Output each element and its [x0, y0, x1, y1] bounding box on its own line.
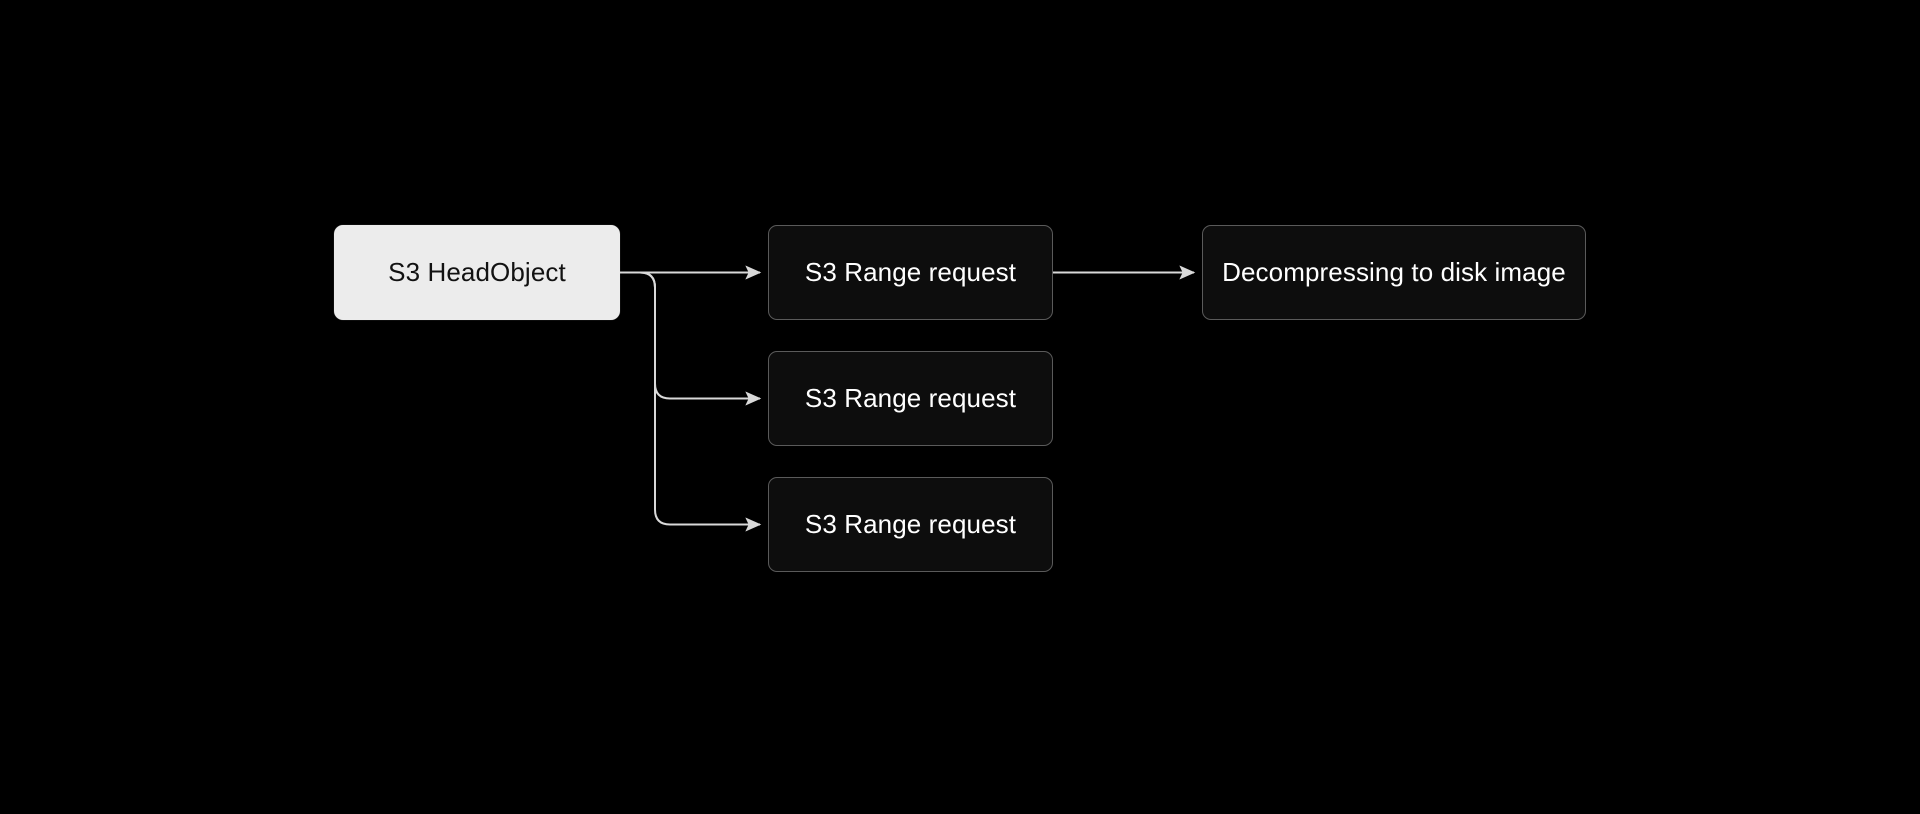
node-range-request-2[interactable]: S3 Range request: [768, 351, 1053, 446]
node-decompress-label: Decompressing to disk image: [1222, 256, 1566, 287]
node-range-request-1-label: S3 Range request: [804, 256, 1017, 287]
node-range-request-1[interactable]: S3 Range request: [768, 225, 1053, 320]
node-head-object[interactable]: S3 HeadObject: [334, 225, 620, 320]
edge-head-to-range-3: [620, 271, 762, 532]
node-range-request-3[interactable]: S3 Range request: [768, 477, 1053, 572]
node-head-object-label: S3 HeadObject: [388, 256, 566, 287]
node-range-request-2-label: S3 Range request: [804, 382, 1017, 413]
node-decompress[interactable]: Decompressing to disk image: [1202, 225, 1586, 320]
edge-head-to-range-2: [620, 271, 762, 406]
node-range-request-3-label: S3 Range request: [804, 508, 1017, 539]
